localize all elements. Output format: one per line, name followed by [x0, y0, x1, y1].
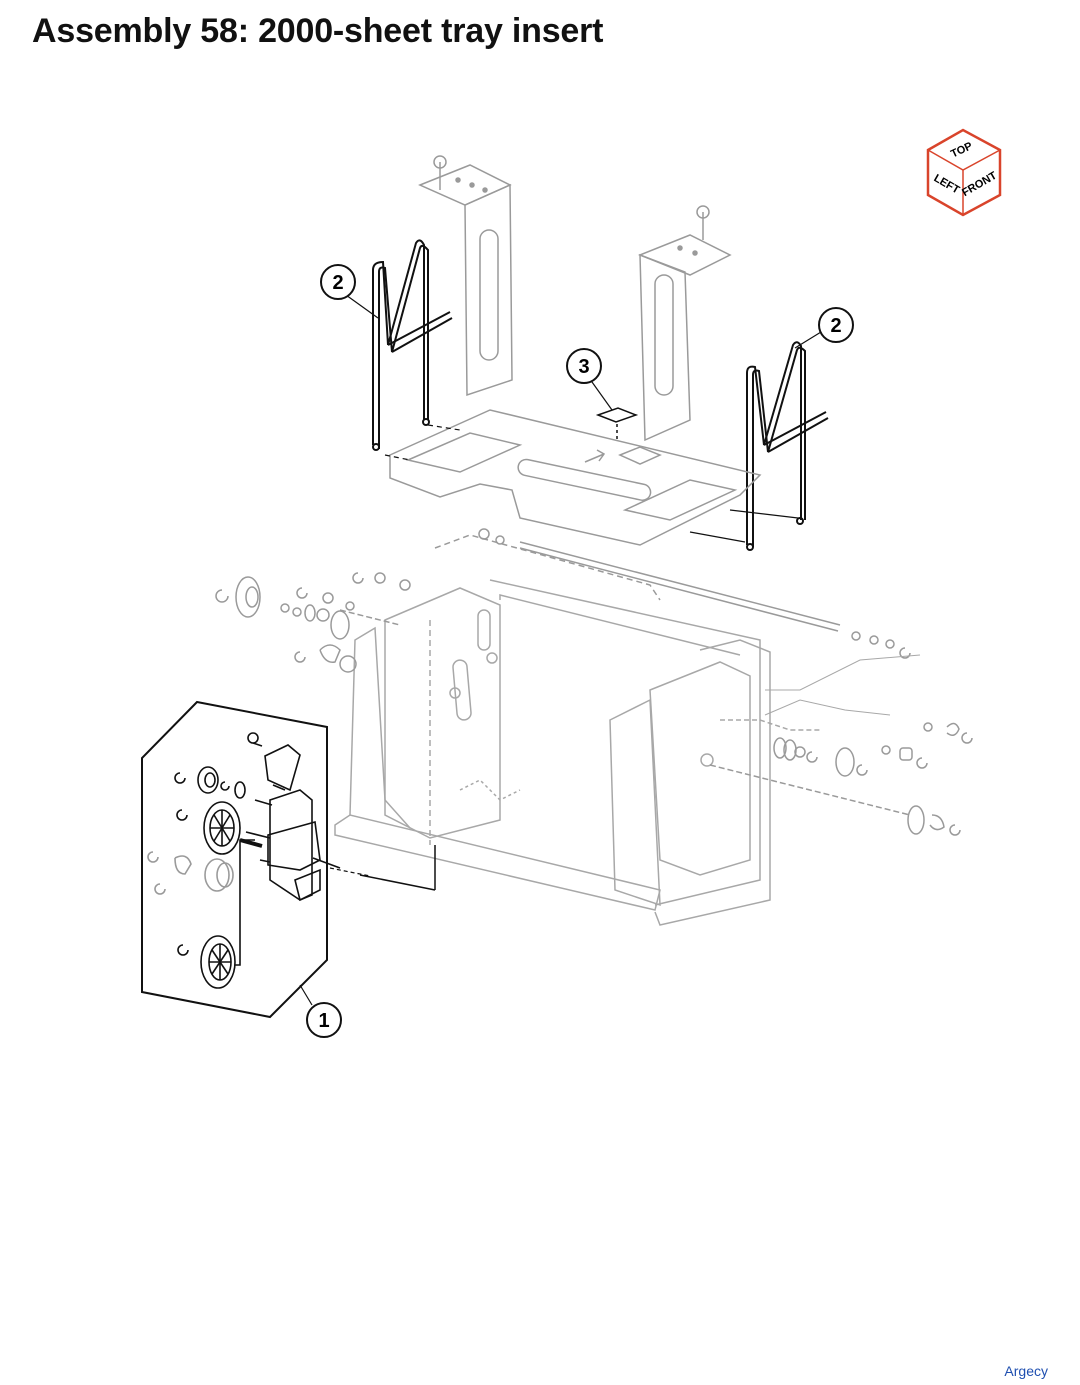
- callout-3: 3: [566, 348, 602, 384]
- right-gear-stack: [709, 722, 973, 836]
- callout-2-right: 2: [818, 307, 854, 343]
- svg-text:1: 1: [318, 1010, 329, 1032]
- svg-text:3: 3: [578, 356, 589, 378]
- orientation-cube-icon: TOP LEFT FRONT: [926, 128, 1002, 217]
- svg-text:2: 2: [332, 272, 343, 294]
- label-decal: [595, 407, 639, 440]
- right-side-guide: [637, 205, 732, 442]
- page-title: Assembly 58: 2000-sheet tray insert: [32, 12, 604, 50]
- tray-plate: [389, 409, 762, 546]
- drive-shaft: [434, 528, 911, 659]
- leader-lines-top: [345, 294, 822, 543]
- wire-spring-left: [372, 239, 453, 451]
- callout-1: 1: [306, 1002, 342, 1038]
- wire-spring-right: [746, 341, 829, 551]
- left-gear-stack: [215, 572, 411, 673]
- drive-assembly-parts: [147, 732, 341, 989]
- drive-assembly-inset: [141, 700, 371, 1019]
- svg-text:2: 2: [830, 315, 841, 337]
- tray-frame: [334, 579, 921, 926]
- watermark-text: Argecy: [1004, 1363, 1048, 1379]
- left-side-guide: [418, 155, 513, 397]
- callout-2-left: 2: [320, 264, 356, 300]
